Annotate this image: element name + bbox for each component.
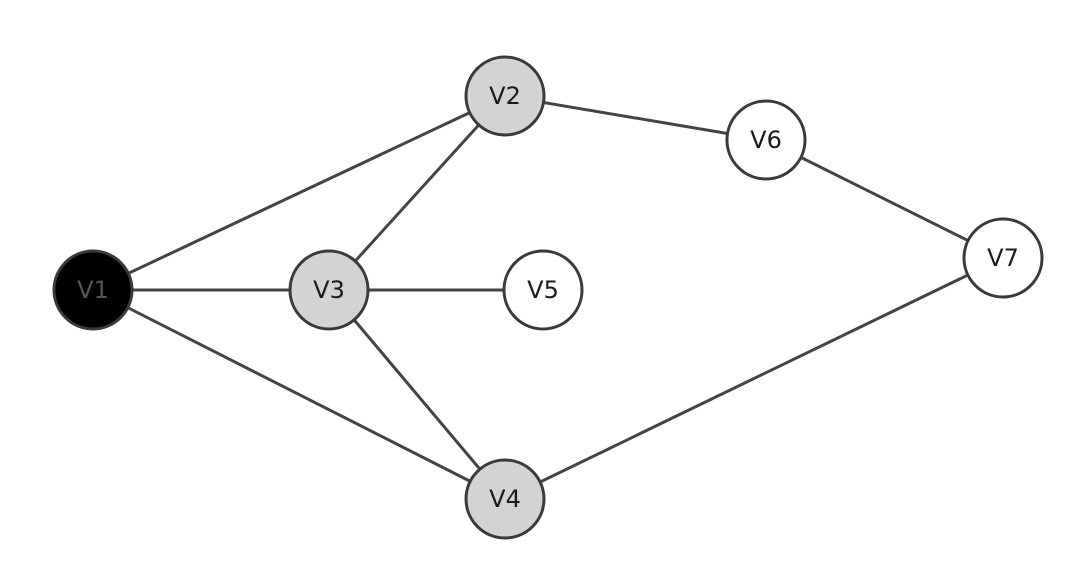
- edge-v3-v2: [327, 94, 507, 292]
- edge-v4-v7: [503, 256, 1005, 501]
- node-v6: V6: [725, 99, 807, 181]
- edge-v3-v4: [327, 288, 507, 501]
- node-label-v1: V1: [77, 276, 109, 304]
- node-circle-v3: [288, 249, 370, 331]
- edge-v2-v6: [503, 94, 768, 142]
- node-v3: V3: [288, 249, 370, 331]
- node-label-v4: V4: [489, 485, 521, 513]
- node-label-v5: V5: [527, 276, 559, 304]
- node-circle-v1: [52, 249, 134, 331]
- node-v1: V1: [52, 249, 134, 331]
- node-circle-v5: [502, 249, 584, 331]
- node-label-v2: V2: [489, 82, 521, 110]
- edge-v1-v2: [91, 94, 507, 292]
- node-label-v6: V6: [750, 126, 782, 154]
- node-circle-v4: [464, 458, 546, 540]
- node-v7: V7: [962, 217, 1044, 299]
- node-circle-v7: [962, 217, 1044, 299]
- edge-v6-v7: [764, 138, 1005, 260]
- node-label-v7: V7: [987, 244, 1019, 272]
- node-v2: V2: [464, 55, 546, 137]
- node-circle-v6: [725, 99, 807, 181]
- node-circle-v2: [464, 55, 546, 137]
- node-v5: V5: [502, 249, 584, 331]
- node-label-v3: V3: [313, 276, 345, 304]
- edge-v1-v4: [91, 288, 507, 501]
- node-v4: V4: [464, 458, 546, 540]
